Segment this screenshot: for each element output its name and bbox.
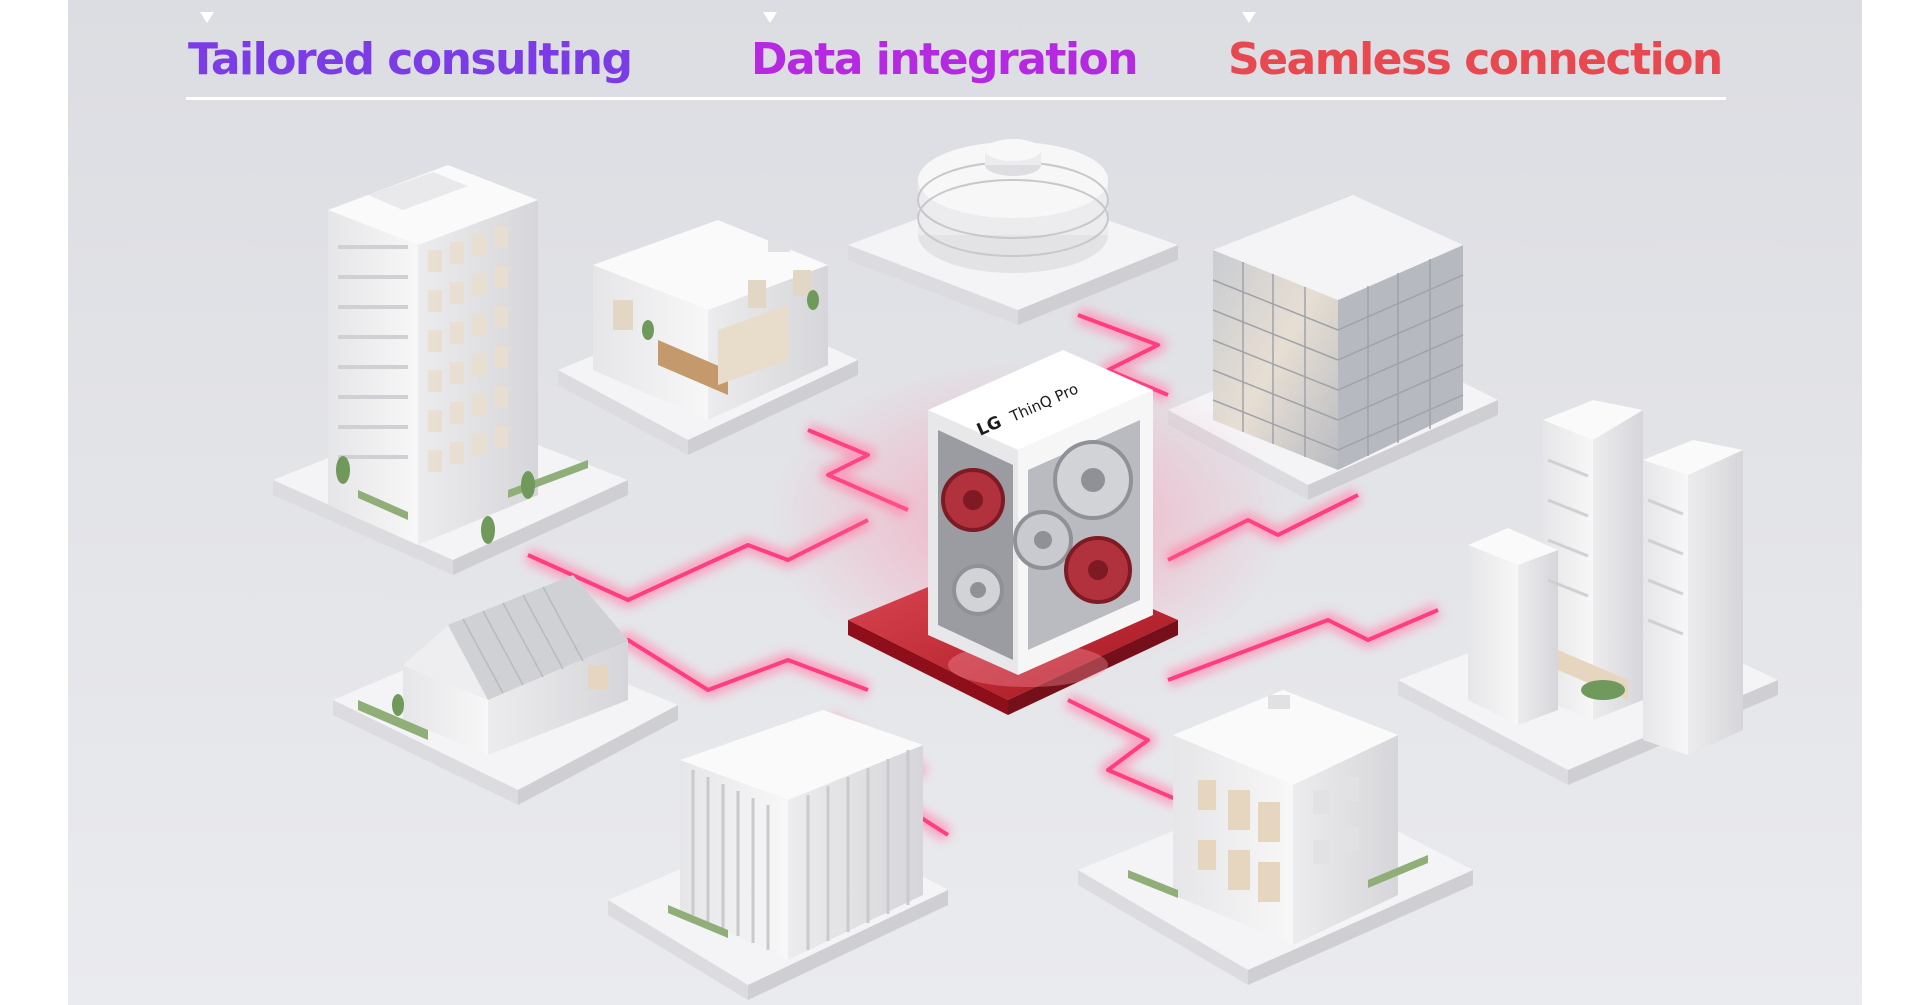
gable-house-building	[333, 575, 678, 805]
rotunda-building	[848, 139, 1178, 325]
mid-rise-building	[1078, 690, 1473, 985]
modern-house-building	[558, 220, 858, 455]
hub-device: LG ThinQ Pro	[768, 350, 1288, 715]
twin-towers-building	[1398, 400, 1778, 785]
feature-header: Tailored consulting Data integration Sea…	[68, 0, 1862, 110]
down-triangle-icon	[1242, 12, 1256, 23]
tall-tower-building	[273, 165, 628, 575]
feature-label: Data integration	[751, 34, 1139, 85]
office-block-building	[608, 710, 948, 1000]
gear-mechanism	[941, 440, 1133, 616]
illustration-canvas: LG ThinQ Pro	[68, 0, 1862, 1005]
down-triangle-icon	[763, 12, 777, 23]
feature-label: Tailored consulting	[188, 34, 633, 85]
network-scene: LG ThinQ Pro	[68, 0, 1862, 1005]
down-triangle-icon	[200, 12, 214, 23]
feature-label: Seamless connection	[1228, 34, 1723, 85]
header-divider	[186, 97, 1726, 100]
